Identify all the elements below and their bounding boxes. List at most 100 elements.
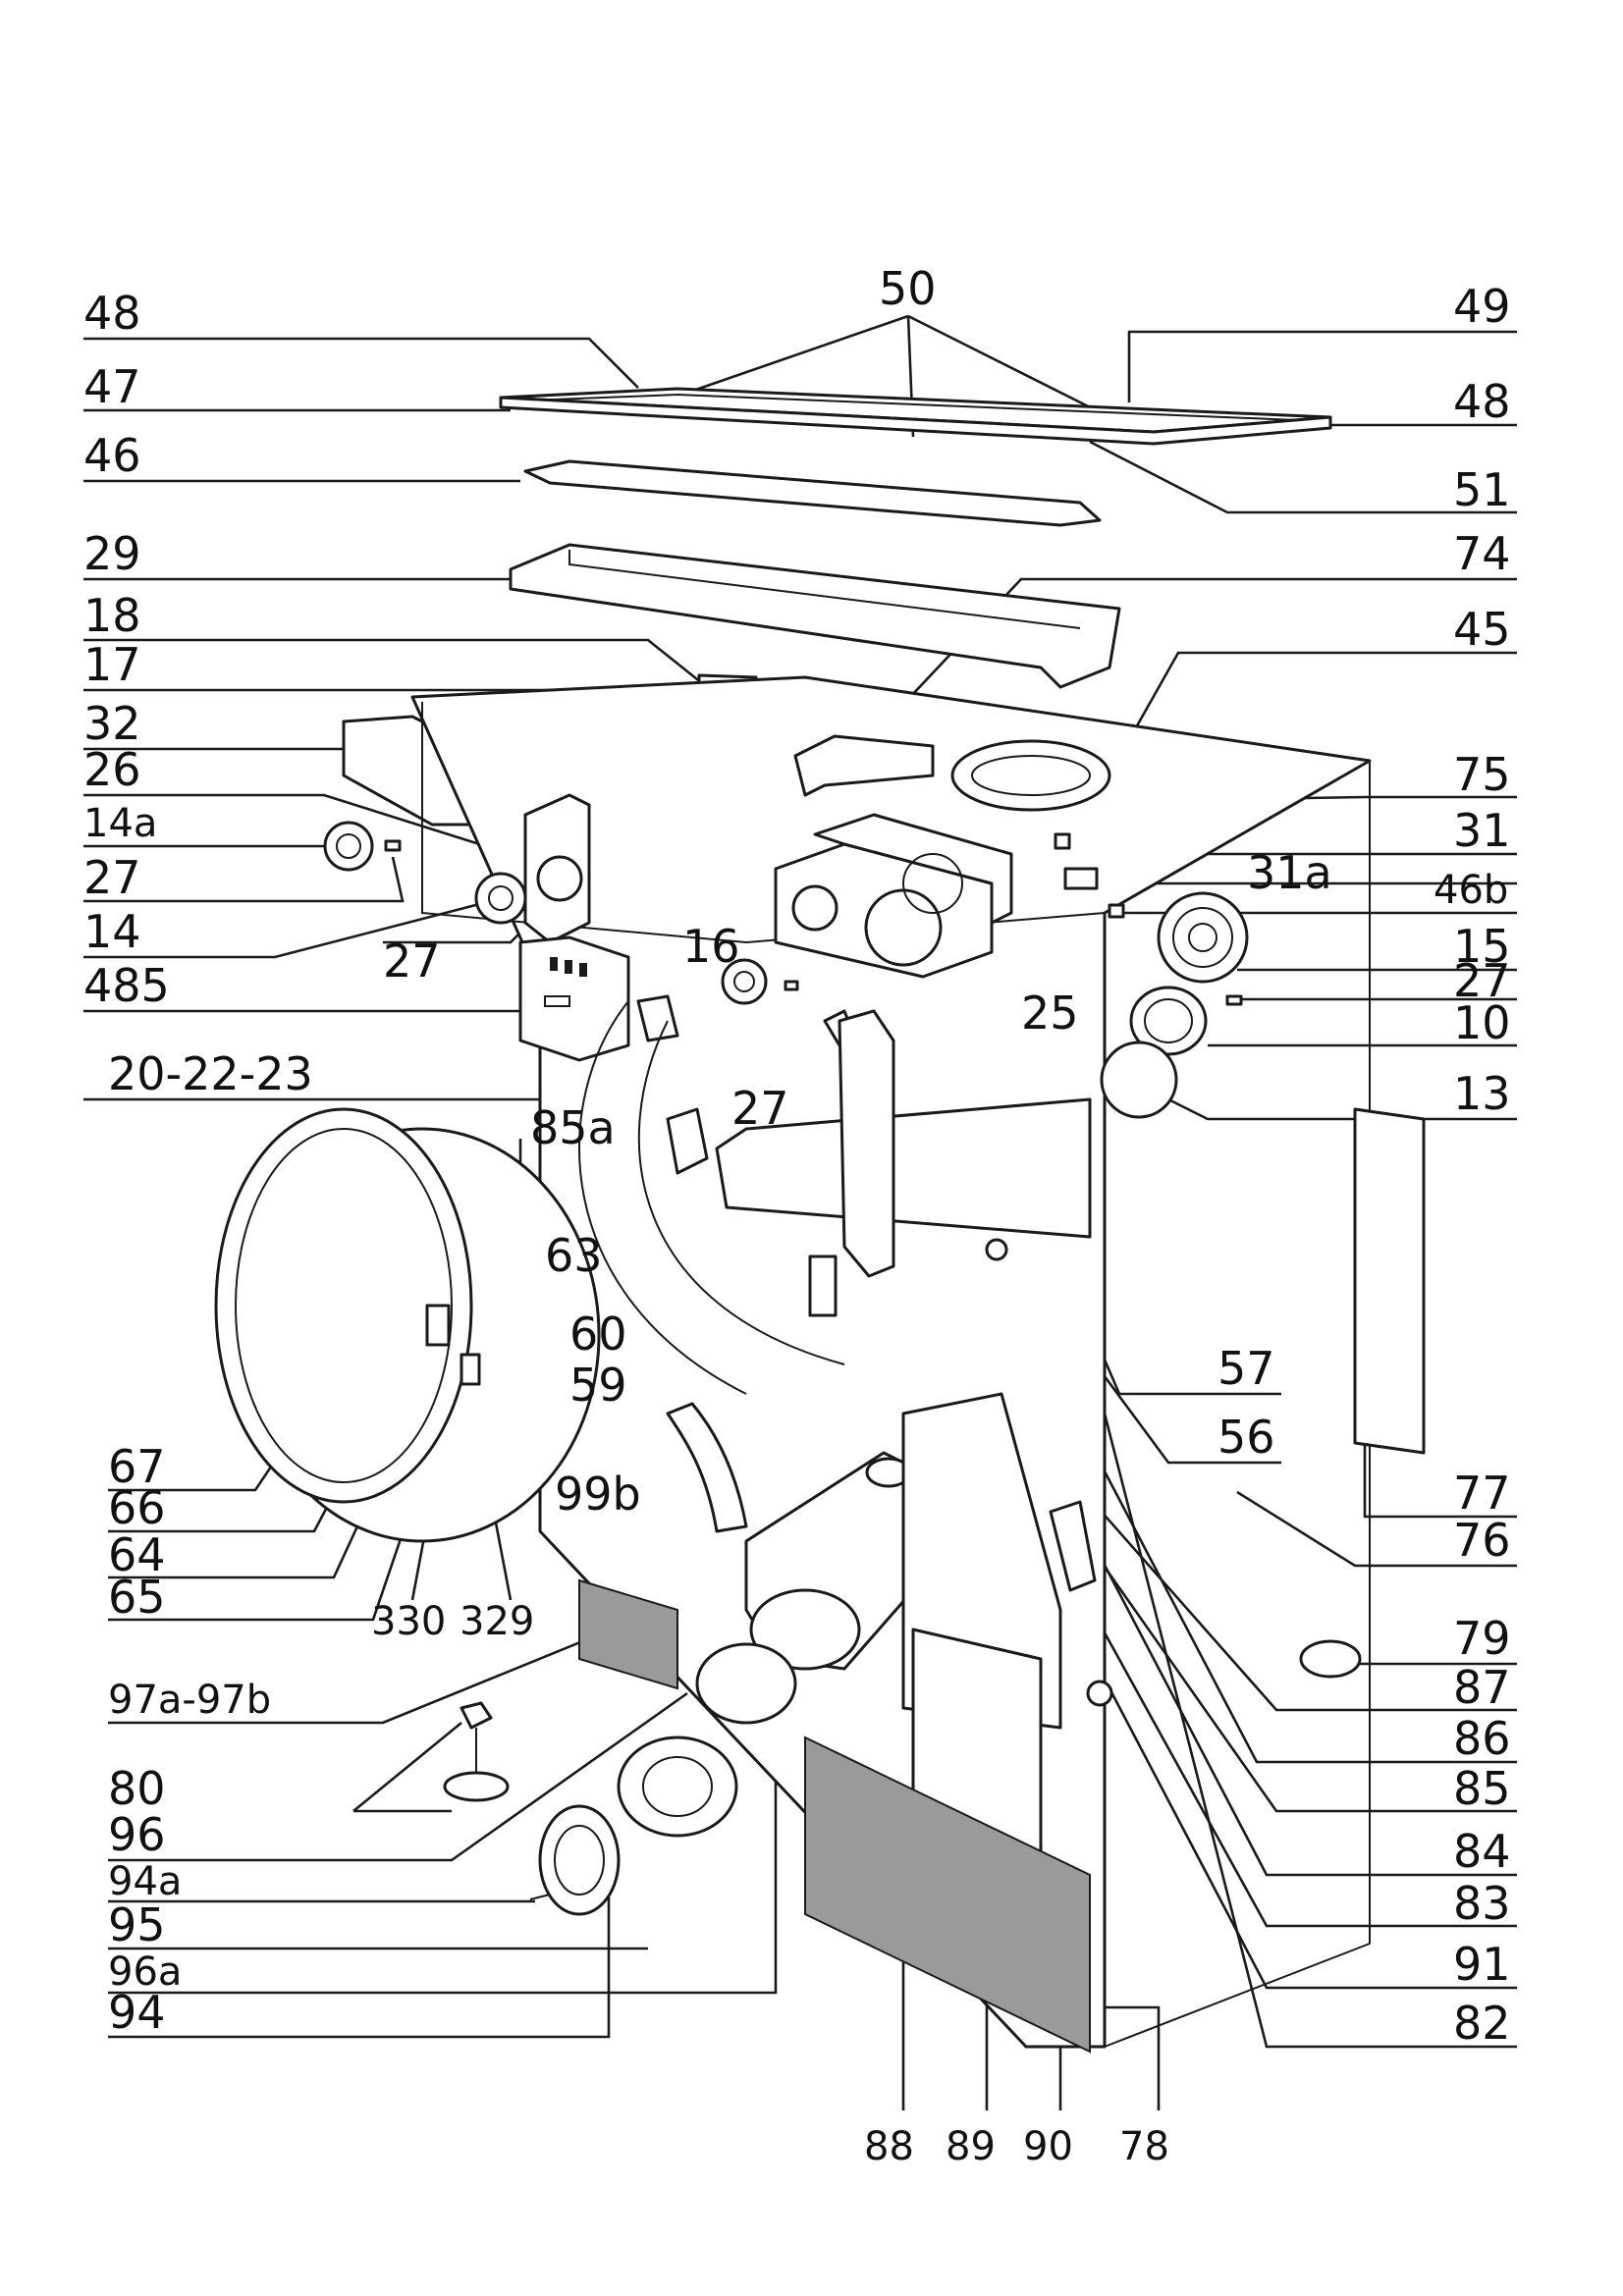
- callout-79: 79: [1453, 1612, 1511, 1665]
- callout-60: 60: [569, 1308, 627, 1361]
- callout-77: 77: [1453, 1467, 1511, 1520]
- part-10-ring: [1129, 986, 1208, 1056]
- callout-91: 91: [1453, 1938, 1511, 1991]
- callout-32: 32: [83, 697, 141, 750]
- parts-artwork: [214, 387, 1426, 2054]
- callout-83: 83: [1453, 1877, 1511, 1930]
- callout-63: 63: [545, 1229, 603, 1282]
- callout-99b: 99b: [555, 1468, 641, 1521]
- callout-26: 26: [83, 743, 141, 796]
- callout-65: 65: [108, 1571, 166, 1624]
- part-67-ring: [214, 1107, 473, 1504]
- callout-47: 47: [83, 360, 141, 413]
- callout-80: 80: [108, 1762, 166, 1815]
- part-74: [793, 734, 935, 797]
- callout-97a-97b: 97a-97b: [108, 1678, 271, 1723]
- callout-57: 57: [1217, 1342, 1275, 1395]
- part-20-22-23: [636, 994, 679, 1042]
- callout-45: 45: [1453, 603, 1511, 656]
- callout-89: 89: [946, 2124, 996, 2169]
- callout-84: 84: [1453, 1825, 1511, 1878]
- callout-96a: 96a: [108, 1949, 182, 1995]
- lid-strip: [523, 459, 1102, 527]
- callout-13: 13: [1453, 1067, 1511, 1120]
- part-99b-hose: [666, 1402, 748, 1533]
- callout-51: 51: [1453, 463, 1511, 516]
- part-83: [1086, 1680, 1113, 1707]
- callout-49: 49: [1453, 280, 1511, 333]
- callout-46: 46: [83, 429, 141, 482]
- part-59: [808, 1255, 838, 1317]
- part-14-knob: [474, 872, 527, 925]
- part-27-a: [384, 839, 402, 852]
- callout-59: 59: [569, 1359, 627, 1412]
- top-panel: [509, 543, 1121, 689]
- part-16-knob: [721, 958, 768, 1005]
- part-56-lever: [838, 1009, 895, 1278]
- callout-96: 96: [108, 1808, 166, 1861]
- callout-15: 15: [1453, 920, 1511, 973]
- callout-31a: 31a: [1247, 846, 1332, 899]
- part-94-cap: [538, 1804, 621, 1916]
- callout-56: 56: [1217, 1411, 1275, 1464]
- callout-14: 14: [83, 905, 141, 958]
- callout-18: 18: [83, 589, 141, 642]
- part-485: [518, 935, 630, 1062]
- part-96a-filter: [617, 1735, 738, 1838]
- part-87: [1049, 1500, 1097, 1592]
- callout-74: 74: [1453, 527, 1511, 580]
- callout-330: 330: [371, 1599, 446, 1644]
- callout-14a: 14a: [83, 801, 157, 846]
- callout-10: 10: [1453, 996, 1511, 1049]
- part-77-panel: [1353, 1107, 1426, 1455]
- part-15-knob: [1157, 891, 1249, 984]
- part-75: [950, 739, 1111, 812]
- part-94a-screw: [529, 1894, 551, 1900]
- callout-20-22-23: 20-22-23: [108, 1047, 313, 1100]
- callout-48-left: 48: [83, 287, 141, 340]
- callout-16: 16: [682, 920, 740, 973]
- callout-88: 88: [864, 2124, 914, 2169]
- part-13-knob: [1100, 1041, 1178, 1119]
- callout-95: 95: [108, 1898, 166, 1951]
- callout-67: 67: [108, 1440, 166, 1493]
- callout-76: 76: [1453, 1514, 1511, 1567]
- part-27-d: [784, 980, 799, 991]
- callout-50: 50: [879, 262, 937, 315]
- callout-46b: 46b: [1434, 868, 1508, 913]
- part-80-nut: [460, 1701, 493, 1730]
- callout-27-b: 27: [383, 934, 441, 988]
- part-65: [460, 1353, 481, 1386]
- callout-85: 85: [1453, 1762, 1511, 1815]
- callout-64: 64: [108, 1528, 166, 1581]
- callout-labels: 50 49 48 48 47 46 51 29 74 18 45 17 32 7…: [83, 262, 1511, 2169]
- callout-48-right: 48: [1453, 375, 1511, 428]
- callout-78: 78: [1119, 2124, 1169, 2169]
- callout-27-a: 27: [83, 851, 141, 904]
- callout-90: 90: [1023, 2124, 1073, 2169]
- callout-27-d: 27: [731, 1082, 789, 1135]
- callout-86: 86: [1453, 1712, 1511, 1765]
- part-14a-knob: [323, 821, 374, 872]
- callout-29: 29: [83, 527, 141, 580]
- felt-left: [578, 1578, 678, 1690]
- felt-78-kickplate: [804, 1735, 1091, 2054]
- callout-87: 87: [1453, 1661, 1511, 1714]
- callout-329: 329: [460, 1599, 534, 1644]
- callout-27-c: 27: [1453, 954, 1511, 1007]
- callout-85a: 85a: [530, 1101, 616, 1154]
- callout-94a: 94a: [108, 1859, 182, 1904]
- callout-82: 82: [1453, 1997, 1511, 2050]
- part-79-cap: [1299, 1639, 1362, 1679]
- part-64: [425, 1304, 451, 1347]
- part-84: [985, 1238, 1008, 1261]
- part-80-foot: [443, 1771, 510, 1802]
- callout-94: 94: [108, 1986, 166, 2039]
- part-60: [666, 1107, 709, 1175]
- part-57-bar: [715, 1097, 1092, 1239]
- callout-17: 17: [83, 638, 141, 691]
- part-27-c: [1225, 994, 1243, 1006]
- part-31a: [1063, 867, 1099, 890]
